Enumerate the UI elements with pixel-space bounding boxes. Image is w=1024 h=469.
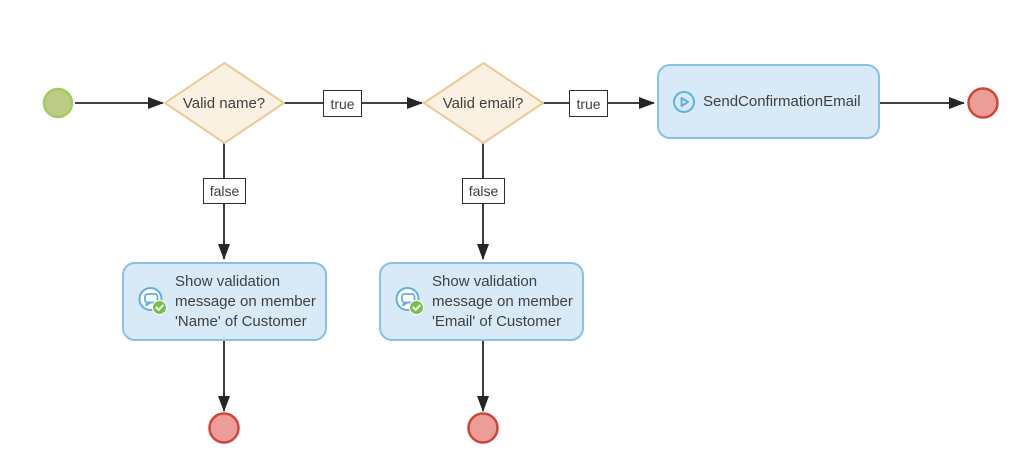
edge-label-valid-name-true[interactable]: true [323, 90, 362, 117]
decision-valid-name[interactable] [164, 62, 285, 144]
end-event-main[interactable] [967, 87, 999, 119]
start-event[interactable] [42, 87, 74, 119]
play-icon [672, 90, 696, 114]
validation-message-icon [394, 286, 425, 317]
edge-label-valid-email-false[interactable]: false [462, 178, 505, 204]
activity-show-validation-email[interactable]: Show validation message on member 'Email… [379, 262, 584, 341]
end-event-email-validation[interactable] [467, 412, 499, 444]
end-event-name-validation[interactable] [208, 412, 240, 444]
validation-message-icon [137, 286, 168, 317]
decision-valid-email[interactable] [423, 62, 544, 144]
activity-label-show-validation-email: Show validation message on member 'Email… [432, 272, 573, 330]
activity-label-send-confirmation-email: SendConfirmationEmail [703, 92, 861, 110]
activity-label-show-validation-name: Show validation message on member 'Name'… [175, 272, 316, 330]
edge-label-valid-email-true[interactable]: true [569, 90, 608, 117]
activity-send-confirmation-email[interactable]: SendConfirmationEmail [657, 64, 880, 139]
edge-label-valid-name-false[interactable]: false [203, 178, 246, 204]
activity-show-validation-name[interactable]: Show validation message on member 'Name'… [122, 262, 327, 341]
